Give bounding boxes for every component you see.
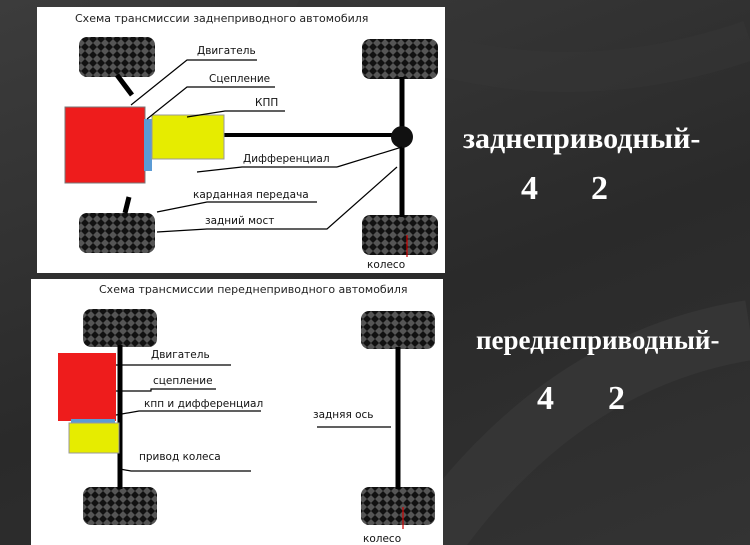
- rear-drive-heading: заднеприводный-: [463, 122, 701, 155]
- front-drive-heading: переднеприводный-: [476, 325, 720, 355]
- front-drive-schematic: [58, 309, 435, 529]
- label-gearbox: КПП: [255, 97, 279, 109]
- label-clutch: Сцепление: [209, 73, 271, 85]
- label-rear-axle-front: задняя ось: [313, 409, 374, 421]
- rear-rear-right-wheel: [362, 215, 438, 255]
- label-wheel-front: колесо: [363, 533, 402, 545]
- engine-block-front: [58, 353, 116, 421]
- front-front-left-wheel: [83, 309, 157, 347]
- rear-drive-number-1: 4: [521, 170, 538, 207]
- label-driveshaft: карданная передача: [193, 189, 309, 201]
- front-rear-left-wheel: [83, 487, 157, 525]
- label-rear-axle: задний мост: [205, 215, 275, 227]
- label-wheel-drive: привод колеса: [139, 451, 221, 463]
- label-wheel: колесо: [367, 259, 406, 271]
- clutch-block: [144, 119, 152, 171]
- rear-drive-schematic: [64, 37, 438, 257]
- label-clutch-front: сцепление: [153, 375, 213, 387]
- front-diagram-title: Схема трансмиссии переднеприводного авто…: [99, 283, 408, 296]
- rear-front-right-wheel: [362, 39, 438, 79]
- rear-rear-left-wheel: [79, 213, 155, 253]
- front-front-right-wheel: [361, 311, 435, 349]
- rear-drive-diagram: Схема трансмиссии заднеприводного автомо…: [37, 7, 445, 273]
- gearbox-block: [151, 114, 225, 160]
- front-drive-number-2: 2: [608, 380, 625, 417]
- front-drive-diagram: Схема трансмиссии переднеприводного авто…: [31, 279, 443, 545]
- label-gearbox-diff: кпп и дифференциал: [144, 398, 264, 410]
- differential-icon: [391, 126, 413, 148]
- engine-block: [64, 106, 146, 184]
- clutch-block-front: [71, 419, 115, 424]
- rear-front-left-wheel: [79, 37, 155, 77]
- label-engine: Двигатель: [197, 45, 256, 57]
- rear-drive-number-2: 2: [591, 170, 608, 207]
- label-engine-front: Двигатель: [151, 349, 210, 361]
- rear-diagram-title: Схема трансмиссии заднеприводного автомо…: [75, 12, 369, 25]
- label-differential: Дифференциал: [243, 153, 330, 165]
- front-rear-right-wheel: [361, 487, 435, 525]
- gearbox-block-front: [68, 422, 120, 454]
- front-drive-number-1: 4: [537, 380, 554, 417]
